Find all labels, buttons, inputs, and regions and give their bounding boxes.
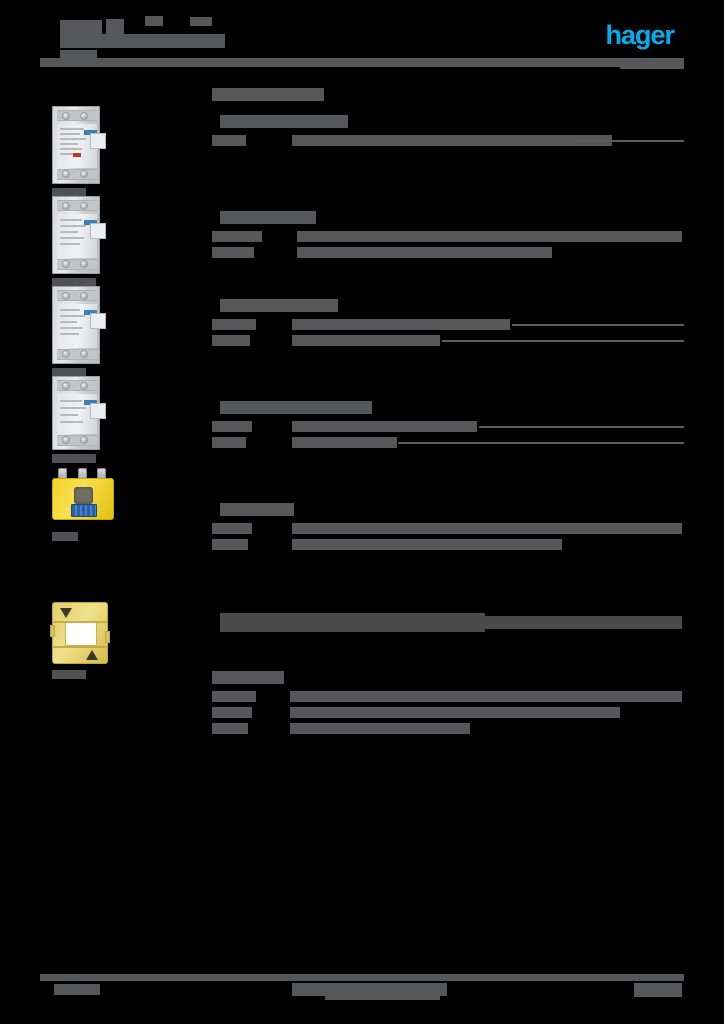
thumbnail-current-transformer-yellow[interactable] <box>52 468 162 550</box>
toc-group-6 <box>212 671 684 737</box>
leader-rule <box>479 426 684 428</box>
leader-rule <box>512 324 684 326</box>
leader-rule <box>398 442 684 444</box>
section-title <box>212 88 684 101</box>
footer-rule <box>40 974 684 981</box>
page-title-accent <box>106 19 124 37</box>
thumbnail-din-modular-device-3[interactable] <box>52 286 162 377</box>
page-subtitle <box>60 50 97 61</box>
content-column <box>212 88 684 737</box>
thumbnail-caption <box>52 278 96 287</box>
page-title-mark-1 <box>145 16 163 26</box>
thumbnail-caption <box>52 670 86 679</box>
footer-left-label <box>54 984 100 995</box>
thumbnail-caption <box>52 368 86 377</box>
footer-center-sublabel <box>325 996 440 1000</box>
toc-entry[interactable] <box>212 705 684 721</box>
toc-entry[interactable] <box>212 521 684 537</box>
toc-entry[interactable] <box>212 419 684 435</box>
toc-group-heading <box>212 671 684 686</box>
toc-group-5 <box>212 503 684 553</box>
din-module-image-3 <box>52 286 106 364</box>
page-title-secondary <box>60 34 225 48</box>
footer-page-number <box>634 983 682 997</box>
din-module-image-1 <box>52 106 106 184</box>
major-section-heading <box>212 613 684 637</box>
thumbnail-din-modular-device-4[interactable] <box>52 376 162 464</box>
warning-triangle-icon <box>86 650 98 660</box>
toc-entry[interactable] <box>212 245 684 261</box>
thumbnail-din-modular-device-2[interactable] <box>52 196 162 287</box>
toc-group-2 <box>212 211 684 261</box>
toc-group-heading <box>212 299 684 314</box>
ring-transformer-image <box>50 602 110 664</box>
page-title-mark-2 <box>190 17 212 26</box>
toc-entry[interactable] <box>212 133 684 149</box>
toc-group-4 <box>212 401 684 451</box>
toc-entry[interactable] <box>212 435 684 451</box>
toc-group-heading <box>212 115 684 130</box>
thumbnail-caption <box>52 532 78 541</box>
toc-entry[interactable] <box>212 229 684 245</box>
thumbnail-din-modular-device-1[interactable] <box>52 106 162 197</box>
thumbnail-caption <box>52 188 86 197</box>
leader-rule <box>576 140 684 142</box>
toc-group-heading <box>212 211 684 226</box>
toc-group-heading <box>212 503 684 518</box>
page-header: hager <box>40 14 684 64</box>
toc-group-1 <box>212 115 684 149</box>
major-section-rule <box>485 616 682 629</box>
footer-center-label <box>292 983 447 996</box>
hager-logo: hager <box>605 20 675 50</box>
toc-group-3 <box>212 299 684 349</box>
current-transformer-image <box>52 468 114 520</box>
toc-entry[interactable] <box>212 537 684 553</box>
toc-entry[interactable] <box>212 721 684 737</box>
din-module-image-2 <box>52 196 106 274</box>
din-module-image-4 <box>52 376 106 450</box>
thumbnail-caption <box>52 454 96 463</box>
page-footer <box>40 974 684 1008</box>
thumbnail-ring-current-transformer[interactable] <box>50 602 162 684</box>
toc-entry[interactable] <box>212 689 684 705</box>
header-rule-tail <box>620 64 684 69</box>
warning-triangle-icon <box>60 608 72 618</box>
toc-entry[interactable] <box>212 333 684 349</box>
toc-entry[interactable] <box>212 317 684 333</box>
header-rule <box>40 58 684 67</box>
page-title <box>60 20 102 37</box>
toc-group-heading <box>212 401 684 416</box>
leader-rule <box>442 340 684 342</box>
product-thumbnail-column <box>50 106 162 684</box>
